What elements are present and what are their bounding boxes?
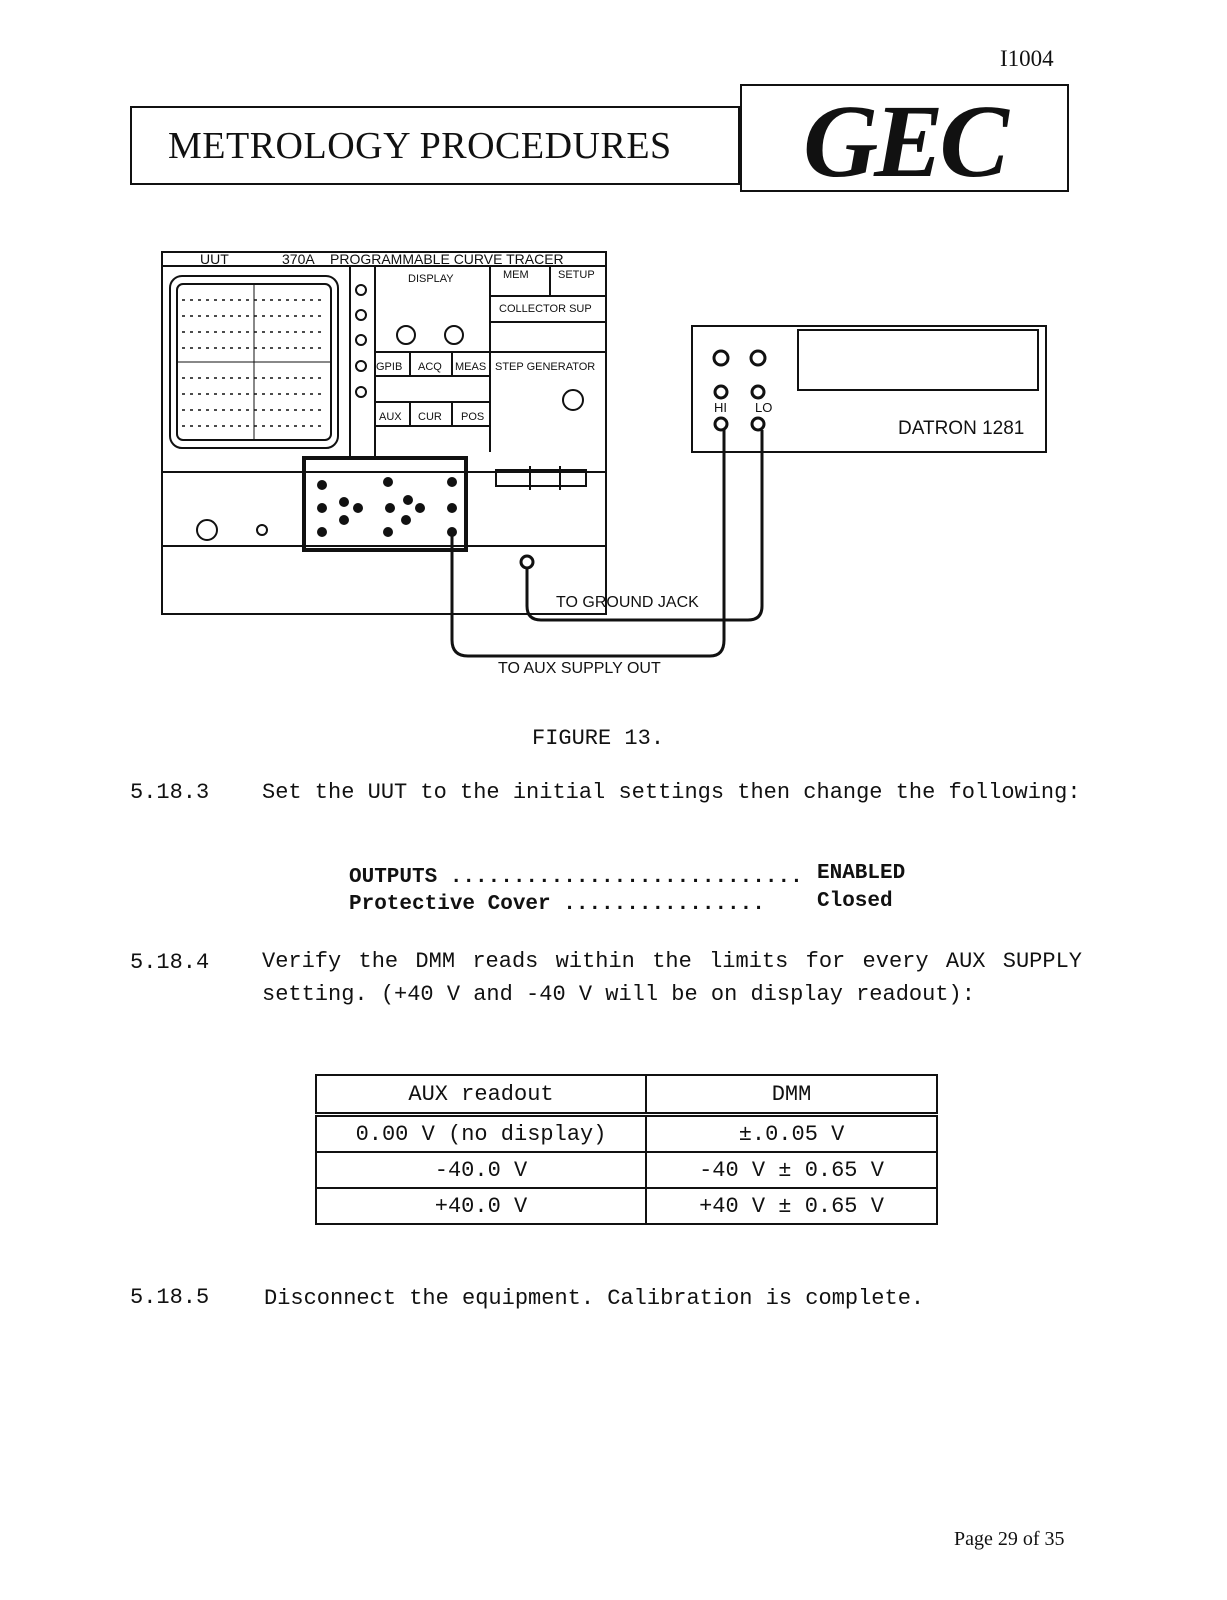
- label-step-generator: STEP GENERATOR: [495, 361, 595, 373]
- label-mem: MEM: [503, 269, 529, 281]
- label-meas: MEAS: [455, 361, 486, 373]
- power-knob: [196, 519, 218, 541]
- cable-ground: [525, 430, 764, 622]
- knob-4: [355, 360, 367, 372]
- figure-13-diagram: UUT 370A PROGRAMMABLE CURVE TRACER DISPL…: [161, 251, 1047, 677]
- dmm-display: [797, 329, 1039, 391]
- label-gpib: GPIB: [376, 361, 402, 373]
- setting-value: Closed: [817, 890, 893, 913]
- table-header: AUX readout: [315, 1074, 647, 1117]
- uut-name: PROGRAMMABLE CURVE TRACER: [330, 251, 564, 267]
- dmm-jack-lo: [750, 384, 766, 400]
- setting-label: Protective Cover ................: [349, 893, 765, 916]
- table-row: 0.00 V (no display) ±.0.05 V: [315, 1113, 938, 1153]
- step-text: Disconnect the equipment. Calibration is…: [264, 1286, 925, 1311]
- table-cell: ±.0.05 V: [645, 1113, 938, 1153]
- dmm-jack-hi: [713, 384, 729, 400]
- label-display: DISPLAY: [408, 273, 454, 285]
- table-cell: +40 V ± 0.65 V: [645, 1187, 938, 1225]
- dmm-jack-1: [712, 349, 730, 367]
- table-cell: +40.0 V: [315, 1187, 647, 1225]
- step-number: 5.18.5: [130, 1285, 210, 1310]
- table-cell: 0.00 V (no display): [315, 1113, 647, 1153]
- label-to-ground-jack: TO GROUND JACK: [556, 594, 699, 611]
- label-cur: CUR: [418, 411, 442, 423]
- gec-logo-icon: GEC: [803, 84, 1014, 199]
- cable-aux: [450, 430, 726, 658]
- dmm-hi-label: HI: [714, 400, 727, 415]
- setting-label: OUTPUTS ............................: [349, 866, 803, 889]
- small-knob: [256, 524, 268, 536]
- dmm-name: DATRON 1281: [898, 418, 1024, 439]
- slot: [495, 469, 587, 487]
- label-acq: ACQ: [418, 361, 442, 373]
- label-pos: POS: [461, 411, 484, 423]
- knob-3: [355, 334, 367, 346]
- aux-connector-panel: [302, 456, 468, 552]
- table-row: +40.0 V +40 V ± 0.65 V: [315, 1187, 938, 1225]
- aux-limits-table: AUX readout DMM 0.00 V (no display) ±.0.…: [315, 1074, 938, 1225]
- knob-5: [355, 386, 367, 398]
- setting-value: ENABLED: [817, 862, 906, 885]
- display-knob-2: [444, 325, 464, 345]
- step-text: Verify the DMM reads within the limits f…: [262, 949, 1082, 1007]
- figure-caption: FIGURE 13.: [532, 726, 665, 751]
- dmm-lo-label: LO: [755, 400, 772, 415]
- uut-label: UUT: [200, 251, 229, 267]
- page-number: Page 29 of 35: [954, 1528, 1065, 1550]
- knob-2: [355, 309, 367, 321]
- step-text: Set the UUT to the initial settings then…: [262, 780, 1081, 805]
- step-number: 5.18.4: [130, 950, 210, 975]
- title-box: METROLOGY PROCEDURES: [130, 106, 740, 185]
- crt-screen: [169, 275, 339, 449]
- logo-text: GEC: [803, 86, 1010, 190]
- display-knob-1: [396, 325, 416, 345]
- dmm-body: [691, 325, 1047, 453]
- table-row: -40.0 V -40 V ± 0.65 V: [315, 1151, 938, 1189]
- table-cell: -40.0 V: [315, 1151, 647, 1189]
- table-header-row: AUX readout DMM: [315, 1074, 938, 1117]
- document-number: I1004: [1000, 46, 1054, 71]
- table-header: DMM: [645, 1074, 938, 1117]
- label-aux: AUX: [379, 411, 402, 423]
- label-collector-sup: COLLECTOR SUP: [499, 303, 592, 315]
- dmm-jack-2: [749, 349, 767, 367]
- table-cell: -40 V ± 0.65 V: [645, 1151, 938, 1189]
- uut-model: 370A: [282, 251, 315, 267]
- label-setup: SETUP: [558, 269, 595, 281]
- page-title: METROLOGY PROCEDURES: [168, 125, 672, 167]
- uut-body: [161, 251, 607, 615]
- gec-logo: GEC: [740, 84, 1069, 199]
- knob-1: [355, 284, 367, 296]
- step-knob: [562, 389, 584, 411]
- label-to-aux-supply-out: TO AUX SUPPLY OUT: [498, 660, 661, 677]
- ground-jack: [519, 554, 535, 570]
- step-number: 5.18.3: [130, 780, 210, 805]
